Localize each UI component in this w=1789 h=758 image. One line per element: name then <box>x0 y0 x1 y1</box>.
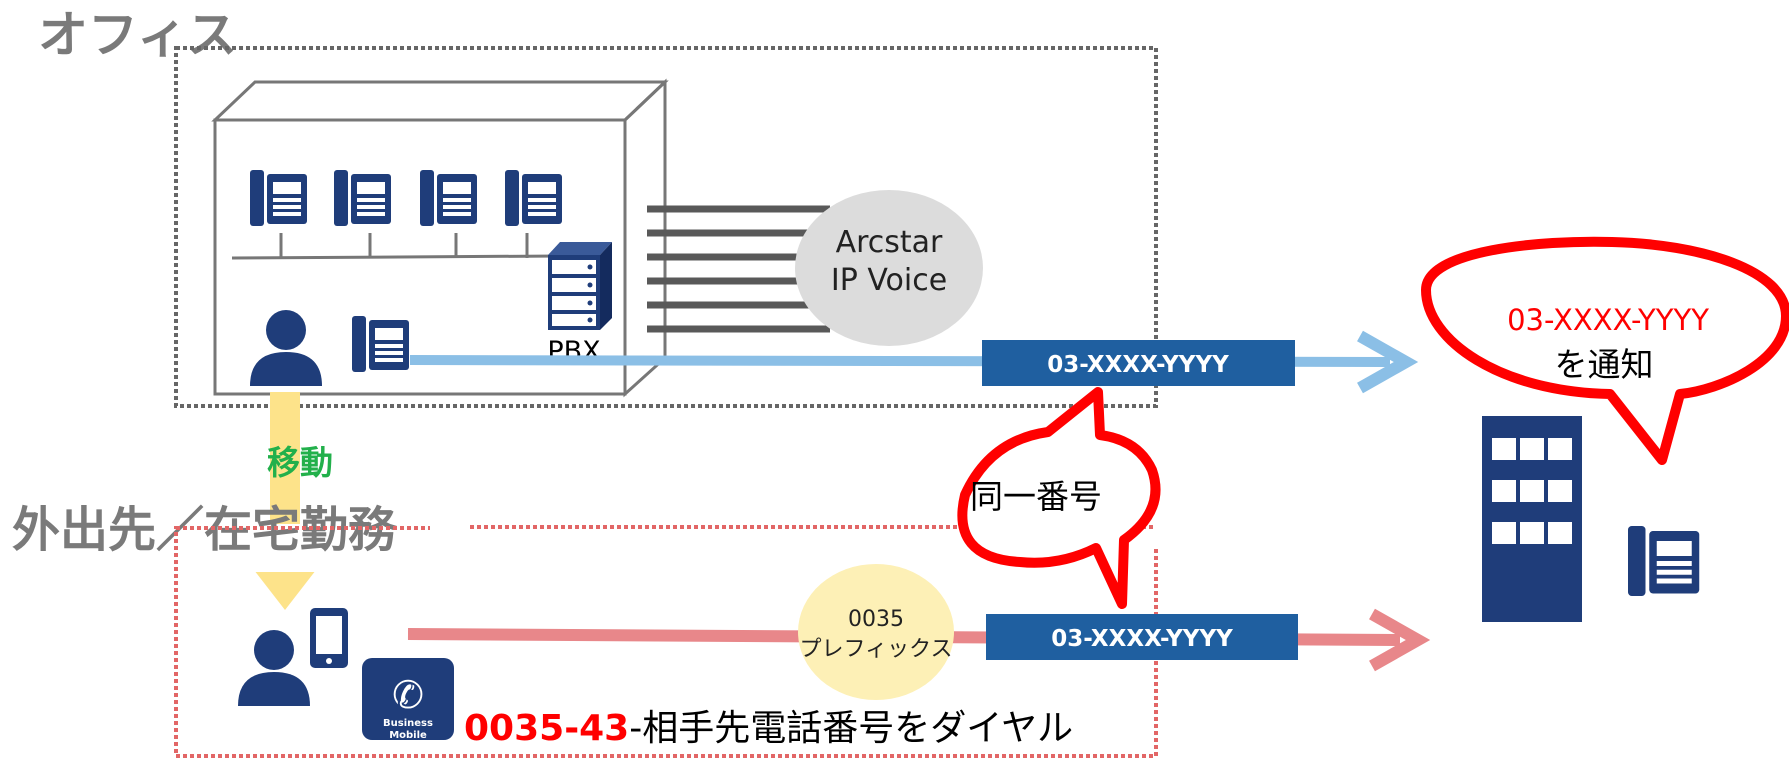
desk-phone-icon <box>420 170 477 226</box>
server-icon <box>548 242 612 330</box>
same-number-label: 同一番号 <box>970 477 1102 516</box>
prefix-line1: 0035 <box>848 607 904 632</box>
office-number-bar <box>982 340 1295 386</box>
office-number-label: 03-XXXX-YYYY <box>1047 352 1229 378</box>
app-line1: Business <box>383 718 433 729</box>
notify-text: を通知 <box>1555 345 1654 384</box>
lan-line <box>231 233 561 260</box>
business-mobile-app-icon: ✆ Business Mobile <box>362 658 454 741</box>
remote-number-bar <box>986 614 1298 660</box>
app-line2: Mobile <box>389 730 427 741</box>
desk-phone-icon <box>334 170 391 226</box>
phone-handset-icon: ✆ <box>392 673 424 717</box>
desk-phone-icon <box>505 170 562 226</box>
building-icon <box>1482 416 1582 622</box>
move-arrow-shaft <box>270 392 300 524</box>
smartphone-icon <box>310 608 348 668</box>
office-title: オフィス <box>38 6 237 64</box>
prefix-ellipse <box>798 564 954 700</box>
arcstar-cloud <box>795 190 983 346</box>
person-icon <box>250 310 322 386</box>
remote-call-arrow <box>1369 608 1431 672</box>
desk-phone-icon <box>1628 526 1700 596</box>
move-label: 移動 <box>267 443 333 482</box>
desk-phone-icon <box>250 170 307 226</box>
same-number-bubble: 同一番号 <box>957 387 1161 609</box>
prefix-line2: プレフィックス <box>800 637 953 662</box>
dial-rest: -相手先電話番号をダイヤル <box>629 708 1073 749</box>
cloud-line2: IP Voice <box>831 263 947 298</box>
desk-phone-icon <box>352 316 409 372</box>
move-arrow-head <box>254 570 316 610</box>
notify-bubble: 03-XXXX-YYYY を通知 <box>1421 236 1789 465</box>
office-call-arrow <box>1357 330 1419 394</box>
notify-number: 03-XXXX-YYYY <box>1507 303 1709 337</box>
dial-prefix: 0035-43 <box>464 708 629 749</box>
person-icon <box>238 630 310 706</box>
dial-instruction: 0035-43-相手先電話番号をダイヤル <box>464 708 1073 749</box>
remote-number-label: 03-XXXX-YYYY <box>1051 626 1233 652</box>
cloud-line1: Arcstar <box>836 225 943 260</box>
office-dotted-frame <box>174 46 1158 408</box>
